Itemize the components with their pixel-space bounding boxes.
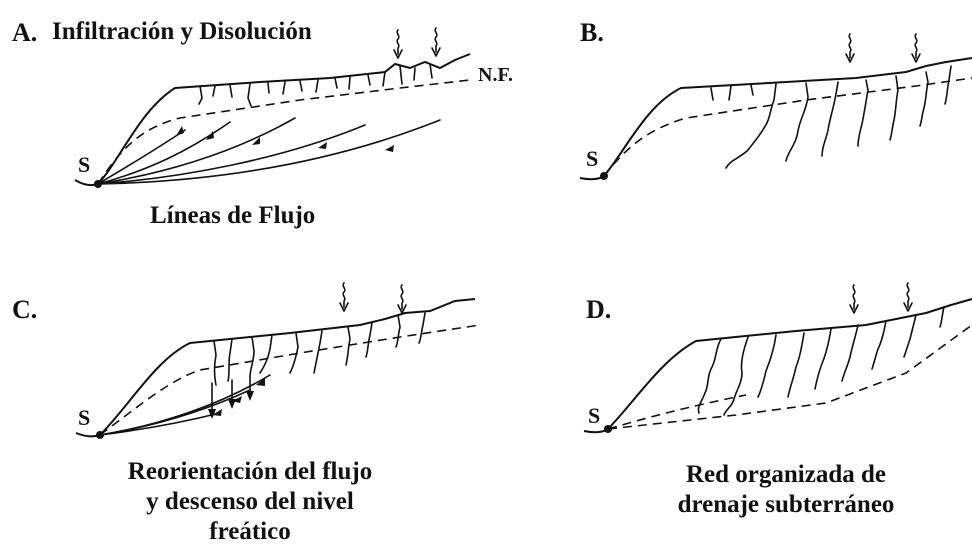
panel-d-caption-line-1: Red organizada de xyxy=(656,460,916,490)
panel-d-spring-label: S xyxy=(588,403,600,429)
wavy-down-arrow-icon xyxy=(850,283,912,313)
panel-a-diagram xyxy=(0,0,486,275)
panel-b-spring-label: S xyxy=(586,146,598,172)
panel-d-caption: Red organizada de drenaje subterráneo xyxy=(656,460,916,520)
spring-dot-icon xyxy=(604,425,612,433)
spring-dot-icon xyxy=(96,431,104,439)
spring-dot-icon xyxy=(600,172,608,180)
wavy-down-arrow-icon xyxy=(394,28,440,58)
wavy-down-arrow-icon xyxy=(846,34,920,62)
panel-c-spring-label: S xyxy=(78,405,90,431)
panel-d-caption-line-2: drenaje subterráneo xyxy=(656,490,916,520)
panel-a-spring-label: S xyxy=(78,152,90,178)
panel-c-caption-line-2: y descenso del nivel xyxy=(100,487,400,517)
panel-c-caption: Reorientación del flujo y descenso del n… xyxy=(100,457,400,547)
panel-c-caption-line-1: Reorientación del flujo xyxy=(100,457,400,487)
panel-d: D. S Red organizada de drenaje subterrán… xyxy=(486,275,972,550)
panel-b: B. S xyxy=(486,0,972,275)
panel-a: A. Infiltración y Disolución xyxy=(0,0,486,275)
panel-b-diagram xyxy=(486,0,972,275)
panel-a-caption: Líneas de Flujo xyxy=(150,202,315,230)
wavy-down-arrow-icon xyxy=(340,283,406,313)
spring-dot-icon xyxy=(94,180,102,188)
panel-c: C. xyxy=(0,275,486,550)
panel-c-caption-line-3: freático xyxy=(100,517,400,547)
